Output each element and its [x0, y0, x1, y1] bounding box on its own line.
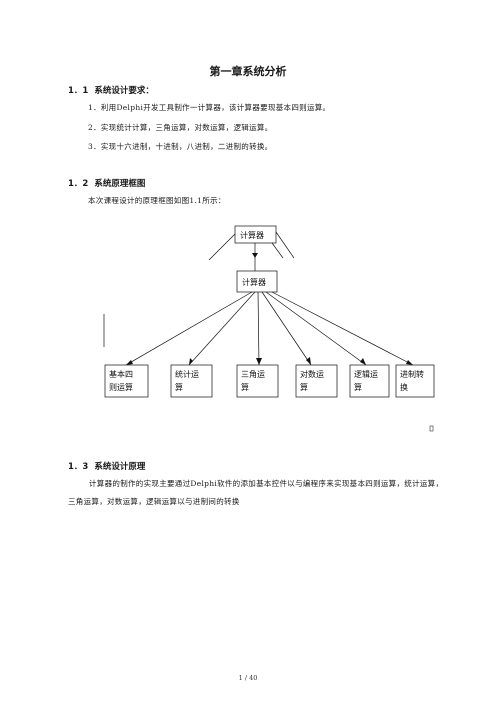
page-number: 1 / 40: [238, 674, 258, 682]
arrowhead: [189, 358, 193, 365]
connector: [275, 231, 295, 259]
middle-box: [236, 270, 278, 293]
leaf-label-line: 算: [241, 382, 249, 392]
leaf-box-trig: [236, 364, 279, 398]
arrow-to-stats: [188, 291, 256, 366]
section-number: 1．2: [68, 179, 89, 189]
leaf-label-line: 进制转: [400, 369, 424, 379]
top-box: [234, 225, 277, 244]
section-number: 1．1: [68, 86, 89, 96]
section-heading-1-3: 1．3 系统设计原理: [68, 460, 145, 472]
leaf-box-basic: [104, 364, 149, 398]
arrow-to-logic: [265, 291, 367, 366]
leaf-box-stats: [170, 364, 213, 398]
arrow-to-log: [261, 291, 312, 366]
leaf-label-line: 三角运: [241, 369, 265, 379]
middle-box-label: 计算器: [242, 277, 266, 287]
leaf-label-line: 对数运: [300, 369, 324, 379]
top-box-label: 计算器: [240, 230, 264, 240]
section-heading-1-2: 1．2 系统原理框图: [68, 177, 145, 189]
leaf-label-line: 换: [400, 382, 408, 392]
chapter-title: 第一章系统分析: [209, 65, 287, 78]
leaf-label-line: 统计运: [175, 369, 199, 379]
connector: [271, 242, 284, 259]
section-title: 系统设计要求：: [94, 86, 154, 96]
arrowheads: [126, 253, 413, 365]
arrowhead: [126, 360, 133, 365]
leaf-label-line: 算: [354, 382, 362, 392]
section-title: 系统原理框图: [94, 179, 146, 189]
diagram-intro: 本次课程设计的原理框图如图1.1所示：: [88, 196, 226, 205]
leaf-label-line: 逻辑运: [354, 369, 378, 379]
leaf-box-log: [295, 364, 338, 398]
arrowhead: [252, 253, 258, 258]
leaf-box-radix: [395, 364, 435, 398]
arrowhead: [360, 358, 366, 365]
section-title: 系统设计原理: [94, 462, 146, 472]
arrow-to-basic: [125, 291, 253, 366]
leaf-label-line: 算: [175, 382, 183, 392]
arrow-to-trig: [257, 291, 260, 366]
leaf-label-line: 算: [300, 382, 308, 392]
arrowhead: [256, 358, 262, 365]
leaf-box-logic: [349, 364, 390, 398]
design-principle-paragraph: 计算器的制作的实现主要通过Delphi软件的添加基本控件以与编程序来实现基本四则…: [68, 479, 444, 506]
arrow-to-radix: [271, 291, 414, 366]
section-number: 1．3: [68, 462, 89, 472]
leaf-label-line: 基本四: [109, 369, 133, 379]
arrowhead: [306, 357, 311, 365]
section-heading-1-1: 1．1 系统设计要求：: [68, 84, 154, 96]
stray-mark: [429, 425, 434, 432]
requirement-item-1: 1．利用Delphi开发工具制作一计算器，该计算器要现基本四则运算。: [88, 103, 331, 112]
leaf-label-line: 则运算: [109, 382, 133, 392]
connector: [208, 233, 236, 261]
requirement-item-3: 3．实现十六进制，十进制，八进制，二进制的转换。: [88, 142, 273, 151]
requirement-item-2: 2．实现统计计算，三角运算，对数运算，逻辑运算。: [88, 123, 273, 132]
arrowhead: [406, 360, 413, 365]
